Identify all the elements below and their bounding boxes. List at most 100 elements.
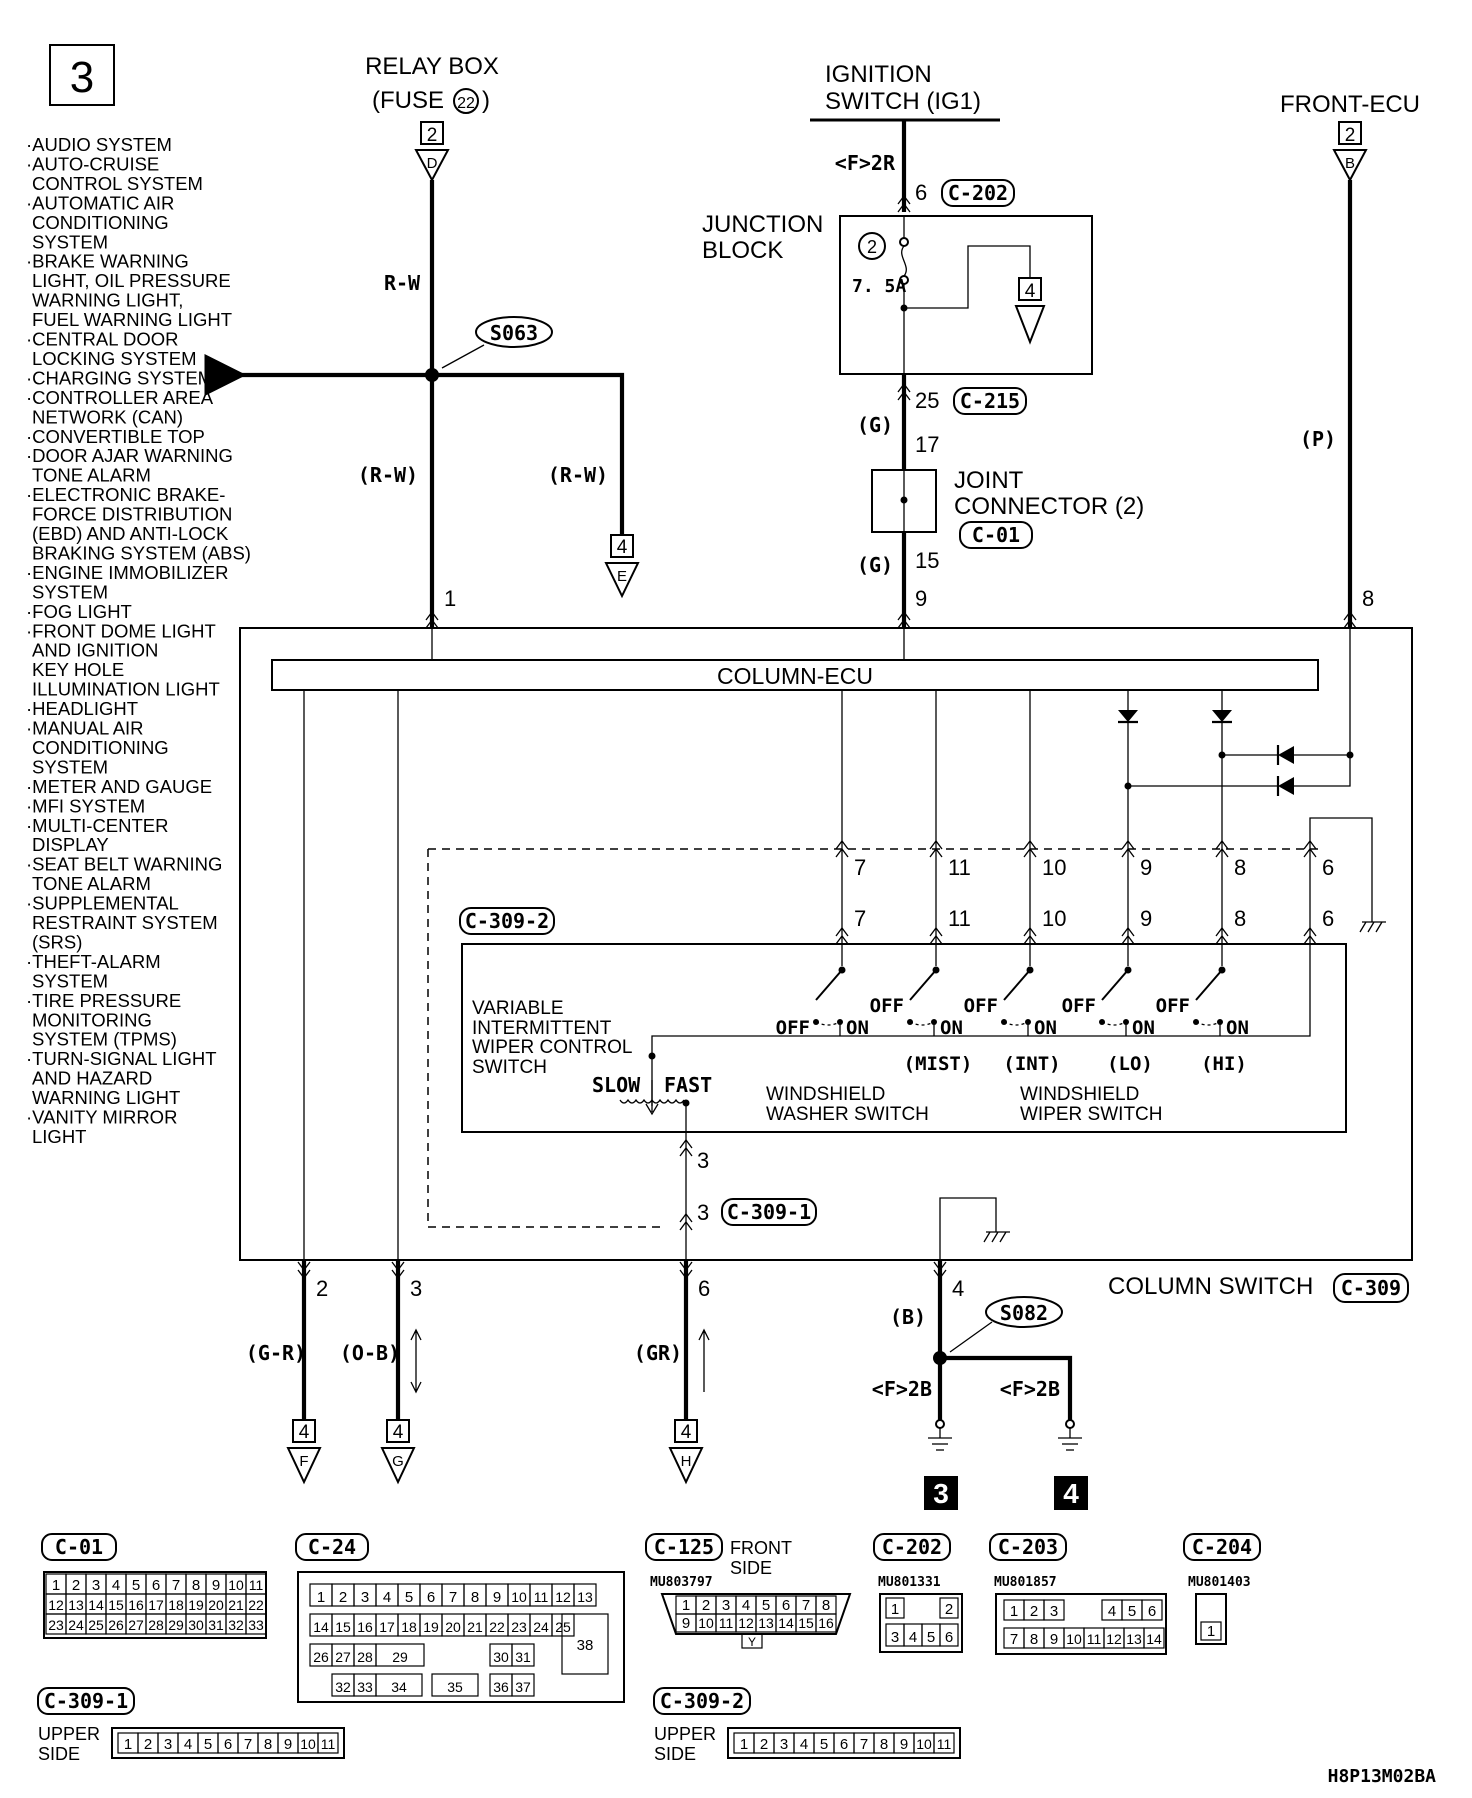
system-item: ·CONTROLLER AREA	[26, 387, 214, 408]
pin-number: 1	[1207, 1623, 1215, 1640]
wire-rw-right-label: (R-W)	[548, 463, 608, 487]
system-item: ·TIRE PRESSURE	[26, 990, 181, 1011]
system-item: ·CHARGING SYSTEM	[26, 367, 213, 388]
off-label: OFF	[870, 995, 904, 1017]
pin-number: 14	[778, 1615, 794, 1631]
pin-number: 27	[128, 1617, 144, 1633]
connector-name-badge	[645, 1533, 723, 1561]
pin-number: 1	[124, 1736, 132, 1753]
pin-number: 22	[248, 1597, 264, 1613]
pin-number: 16	[357, 1619, 373, 1635]
pin-number: 1	[891, 1601, 899, 1618]
pin-number: 16	[818, 1615, 834, 1631]
page-number-box	[49, 44, 115, 106]
pin-number: 7	[244, 1736, 252, 1753]
conn-c202-label: C-202	[948, 181, 1008, 205]
connector-name: C-203	[998, 1535, 1058, 1559]
diode-lower	[1278, 777, 1294, 795]
connector-name-badge	[989, 1533, 1067, 1561]
pin-number: 3	[891, 1629, 899, 1646]
pin-number: 9	[1050, 1631, 1058, 1648]
fuse-num: 2	[867, 237, 877, 257]
splice-s063-pointer	[441, 344, 485, 369]
c309-1-side-2: SIDE	[38, 1744, 80, 1764]
c202-housing	[879, 1593, 963, 1653]
pin-number: 2	[144, 1736, 152, 1753]
pin-number: 30	[493, 1649, 509, 1665]
c309-2-side-1: UPPER	[654, 1724, 716, 1744]
connector-name-badge	[37, 1687, 135, 1715]
pin-number: 21	[467, 1619, 483, 1635]
system-item: AND IGNITION	[32, 640, 158, 661]
vic-slow: SLOW	[592, 1073, 641, 1097]
wiper-label-2: WIPER SWITCH	[1020, 1104, 1163, 1125]
system-item: KEY HOLE	[32, 659, 124, 680]
pin-number: 8	[471, 1589, 479, 1606]
conn-c309-1-label: C-309-1	[727, 1200, 811, 1224]
pin-cell	[573, 1583, 597, 1607]
pin-number: 37	[515, 1679, 531, 1695]
c125-side-1: FRONT	[730, 1538, 792, 1558]
system-item: SYSTEM (TPMS)	[32, 1029, 177, 1050]
fuse-num-circle	[858, 232, 886, 260]
pin-number: 35	[447, 1679, 463, 1695]
pin-number: 4	[800, 1736, 808, 1753]
c309-1-side-1: UPPER	[38, 1724, 100, 1744]
washer-label-2: WASHER SWITCH	[766, 1104, 929, 1125]
offpage-triangle	[668, 1447, 704, 1485]
pin-number: 1	[52, 1577, 60, 1594]
pin-number: 25	[88, 1617, 104, 1633]
pin-row1-label: 6	[1322, 855, 1334, 880]
system-item: CONTROL SYSTEM	[32, 173, 203, 194]
pin-number: 4	[184, 1736, 192, 1753]
pin-number: 19	[423, 1619, 439, 1635]
splice-s063-label: S063	[490, 321, 538, 345]
pin-cell	[317, 1732, 339, 1754]
front-ecu-ref-letter: B	[1345, 155, 1355, 172]
wire-rw-label: R-W	[384, 271, 421, 295]
relay-fuse-prefix: (FUSE	[372, 87, 444, 114]
front-ecu-node-upper	[1346, 751, 1354, 759]
vic-node	[648, 1052, 656, 1060]
pin-top-9: 9	[915, 586, 927, 611]
pin-number: 28	[148, 1617, 164, 1633]
offpage-num: 4	[681, 1422, 692, 1443]
pin-number: 11	[249, 1577, 264, 1593]
pin-number: 8	[880, 1736, 888, 1753]
system-item: ·MANUAL AIR	[26, 718, 144, 739]
wire-f2r-label: <F>2R	[835, 151, 896, 175]
system-item: ·SUPPLEMENTAL	[26, 893, 179, 914]
system-item: TONE ALARM	[32, 873, 151, 894]
splice-s082-oval	[985, 1296, 1063, 1328]
conn-c202-oval	[941, 179, 1015, 207]
bottom-pin-label: 3	[410, 1276, 422, 1301]
pin-number: 9	[212, 1577, 220, 1594]
pin-number: 1	[1010, 1603, 1018, 1620]
vic-fast: FAST	[664, 1073, 712, 1097]
pin-number: 31	[515, 1649, 531, 1665]
pin-number: 14	[1146, 1631, 1162, 1647]
pin4-entry	[933, 1261, 947, 1280]
pin-number: 3	[722, 1597, 730, 1614]
contact-dashed	[815, 1021, 841, 1026]
offpage-letter: F	[299, 1453, 308, 1470]
pin-row2-label: 9	[1140, 906, 1152, 931]
pin-number: 8	[264, 1736, 272, 1753]
bottom-pin-label: 2	[316, 1276, 328, 1301]
pin-cell	[1200, 1621, 1222, 1641]
pin-cell	[933, 1732, 955, 1754]
pin-number: 4	[383, 1589, 391, 1606]
connector-name: C-01	[55, 1535, 103, 1559]
off-label: OFF	[1062, 995, 1096, 1017]
c125-key	[741, 1633, 763, 1649]
system-item: CONDITIONING	[32, 737, 169, 758]
junction-label-2: BLOCK	[702, 237, 783, 264]
system-item: NETWORK (CAN)	[32, 406, 183, 427]
on-label: ON	[1034, 1017, 1057, 1039]
pin-number: 15	[335, 1619, 351, 1635]
bottom-wires: 2(G-R)4F3(O-B)4G6(GR)4H	[246, 1260, 710, 1485]
contact-blade	[1101, 969, 1129, 1001]
pin-number: 6	[840, 1736, 848, 1753]
